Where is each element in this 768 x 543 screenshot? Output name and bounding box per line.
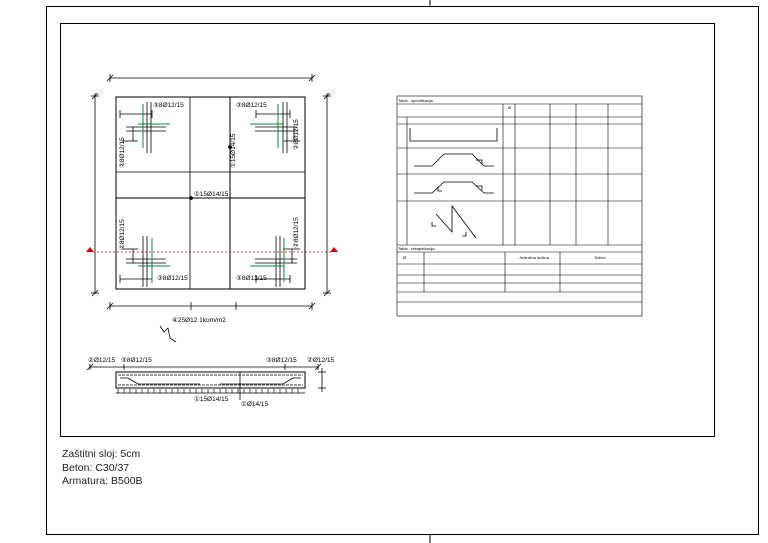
note-concrete: Beton: C30/37 (62, 461, 130, 474)
label-bar4-ties: ④25Ø12 1kom/m2 (172, 316, 226, 324)
tie-bar-shape (159, 325, 177, 343)
recap-col-unit-length: Jedinična dužina (519, 255, 550, 260)
note-cover: Zaštitni sloj: 5cm (62, 448, 141, 460)
recap-table-title: Tabla - rekapitulacija (398, 246, 435, 251)
label-bar3-bottom-left: ③8Ø12/15 (157, 274, 188, 282)
section-labels: ②Ø12/15 ③8Ø12/15 ③8Ø12/15 ②Ø12/15 ①15Ø14… (88, 356, 335, 408)
specification-table (396, 95, 643, 317)
note-rebar: Armatura: B500B (62, 475, 143, 487)
table-text: Tabla - specifikacija Ø Tabla - rekapitu… (398, 98, 606, 260)
recap-col-no: Ø (403, 255, 406, 260)
slab-section (86, 363, 326, 400)
label-bar2-lower-right: ②8Ø12/15 (292, 217, 300, 248)
section-cut-line (86, 247, 338, 253)
label-section-bar1-short: ①Ø14/15 (241, 400, 269, 408)
plan-labels: ③8Ø12/15 ③8Ø12/15 ③8Ø12/15 ③8Ø12/15 ①15Ø… (118, 101, 300, 324)
label-bar2-upper-right: ②8Ø12/15 (292, 119, 300, 150)
label-bar1-horizontal: ①15Ø14/15 (194, 190, 229, 198)
foundation-plan (91, 74, 331, 310)
spec-table-title: Tabla - specifikacija (398, 98, 433, 103)
bar-shape-sketches (409, 128, 498, 239)
label-bar2-lower-left: ②8Ø12/15 (118, 219, 126, 250)
label-bar3-top-left: ③8Ø12/15 (153, 101, 184, 109)
label-bar1-vertical: ①15Ø14/15 (229, 133, 237, 168)
sheet-outer-frame (46, 6, 759, 535)
label-bar3-top-right: ③8Ø12/15 (236, 101, 267, 109)
label-section-bar2-right: ②Ø12/15 (307, 356, 335, 364)
section-bottom-ticks (117, 389, 299, 393)
label-bar2-upper-left: ②8Ø12/15 (118, 137, 126, 168)
spec-col-no: Ø (508, 105, 511, 110)
green-rebar-lines (138, 104, 285, 282)
general-notes: Zaštitni sloj: 5cm Beton: C30/37 Armatur… (62, 448, 143, 489)
label-section-bar3-right: ③8Ø12/15 (266, 356, 297, 364)
label-section-bar1-bottom: ①15Ø14/15 (194, 395, 229, 403)
label-section-bar2-left: ②Ø12/15 (88, 356, 116, 364)
label-bar3-bottom-right: ③8Ø12/15 (236, 274, 267, 282)
drawing-frame (60, 23, 715, 437)
recap-col-weight: Težina (594, 255, 606, 260)
label-section-bar3-left: ③8Ø12/15 (121, 356, 152, 364)
